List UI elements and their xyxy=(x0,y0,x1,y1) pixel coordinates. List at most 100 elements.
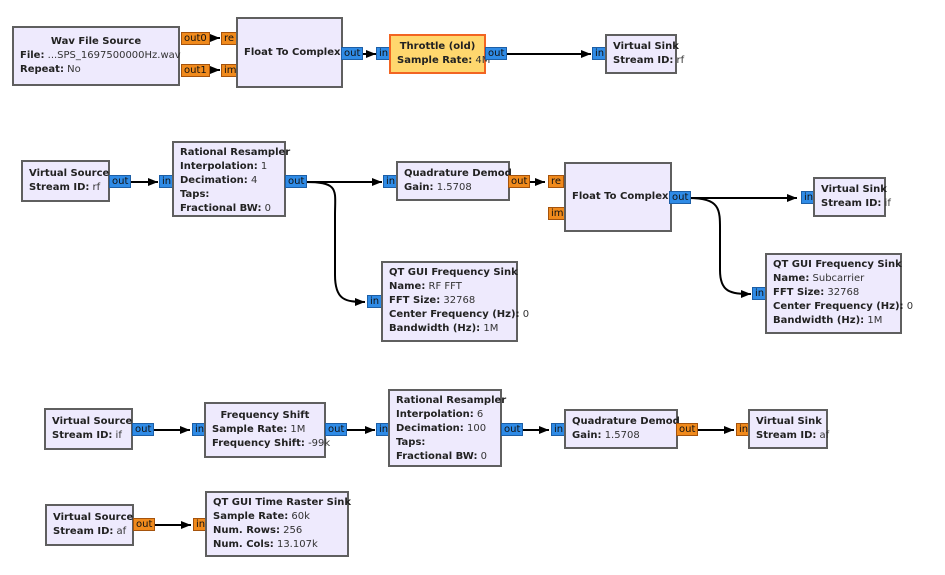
block-title: Float To Complex xyxy=(572,191,669,202)
param-value: RF FFT xyxy=(425,281,462,292)
param-label: Gain: xyxy=(572,430,602,441)
port-out[interactable]: out xyxy=(669,191,692,204)
port-in[interactable]: in xyxy=(192,423,208,436)
block-param: File: ...SPS_1697500000Hz.wav xyxy=(20,49,181,63)
param-label: Stream ID: xyxy=(29,182,90,193)
port-re[interactable]: re xyxy=(221,32,238,45)
param-label: Decimation: xyxy=(396,423,464,434)
wire-f2c-fsink xyxy=(687,197,752,298)
param-value: if xyxy=(881,198,891,209)
param-label: Bandwidth (Hz): xyxy=(773,315,865,326)
port-im[interactable]: im xyxy=(548,207,567,220)
block-param: Stream ID: if xyxy=(52,429,125,443)
param-label: Num. Rows: xyxy=(213,525,280,536)
block-param: Name: Subcarrier xyxy=(773,272,894,286)
param-label: File: xyxy=(20,50,45,61)
block-float-to-complex-2[interactable]: Float To Complex xyxy=(564,162,672,232)
param-label: Num. Cols: xyxy=(213,539,274,550)
port-out[interactable]: out xyxy=(133,518,156,531)
param-label: Center Frequency (Hz): xyxy=(389,309,520,320)
param-label: Sample Rate: xyxy=(213,511,289,522)
param-value: 1M xyxy=(287,424,306,435)
port-in[interactable]: in xyxy=(367,295,383,308)
port-out[interactable]: out xyxy=(132,423,155,436)
block-throttle[interactable]: Throttle (old)Sample Rate: 4M xyxy=(389,34,490,74)
port-out[interactable]: out xyxy=(676,423,699,436)
port-out[interactable]: out xyxy=(325,423,348,436)
param-label: Decimation: xyxy=(180,175,248,186)
block-param: Stream ID: if xyxy=(821,197,891,211)
port-out[interactable]: out xyxy=(285,175,308,188)
param-label: Stream ID: xyxy=(756,430,817,441)
param-value: af xyxy=(816,430,830,441)
block-param: Decimation: 4 xyxy=(180,174,278,188)
block-param: Stream ID: af xyxy=(756,429,829,443)
port-in[interactable]: in xyxy=(551,423,567,436)
port-out[interactable]: out xyxy=(109,175,132,188)
param-label: Taps: xyxy=(180,189,210,200)
block-param: Taps: xyxy=(396,436,494,450)
port-out[interactable]: out xyxy=(508,175,531,188)
port-out[interactable]: out xyxy=(501,423,524,436)
param-label: FFT Size: xyxy=(773,287,825,298)
port-re[interactable]: re xyxy=(548,175,565,188)
param-value: Subcarrier xyxy=(809,273,865,284)
param-value: 1 xyxy=(257,161,268,172)
param-value: 0 xyxy=(519,309,530,320)
param-value: af xyxy=(113,526,127,537)
param-value: 1.5708 xyxy=(433,182,472,193)
port-out0[interactable]: out0 xyxy=(181,32,210,45)
block-param: Center Frequency (Hz): 0 xyxy=(773,300,913,314)
block-title: Virtual Source xyxy=(53,512,134,523)
param-value: 60k xyxy=(288,511,310,522)
param-label: Interpolation: xyxy=(180,161,258,172)
block-param: Num. Cols: 13.107k xyxy=(213,538,341,552)
block-param: Repeat: No xyxy=(20,63,172,77)
block-param: Stream ID: af xyxy=(53,525,126,539)
block-title: Virtual Sink xyxy=(821,184,887,195)
param-value: 4M xyxy=(472,55,491,66)
port-out[interactable]: out xyxy=(341,47,364,60)
param-value: 4 xyxy=(247,175,258,186)
block-title: QT GUI Time Raster Sink xyxy=(213,497,352,508)
param-value: No xyxy=(63,64,81,75)
param-label: Sample Rate: xyxy=(212,424,288,435)
block-param: Stream ID: rf xyxy=(613,54,684,68)
param-value: 0 xyxy=(477,451,487,462)
port-im[interactable]: im xyxy=(221,64,240,77)
port-out[interactable]: out xyxy=(485,47,508,60)
param-label: Name: xyxy=(773,273,810,284)
port-out1[interactable]: out1 xyxy=(181,64,210,77)
param-value: -99k xyxy=(304,438,331,449)
block-title: Throttle (old) xyxy=(399,41,476,52)
param-label: Gain: xyxy=(404,182,434,193)
param-value: ...SPS_1697500000Hz.wav xyxy=(44,50,181,61)
block-title: QT GUI Frequency Sink xyxy=(773,259,902,270)
block-float-to-complex[interactable]: Float To Complex xyxy=(236,17,343,88)
block-title: Frequency Shift xyxy=(220,410,310,421)
block-param: Fractional BW: 0 xyxy=(396,450,494,464)
block-param: Interpolation: 6 xyxy=(396,408,494,422)
param-label: Repeat: xyxy=(20,64,64,75)
block-param: Sample Rate: 60k xyxy=(213,510,341,524)
block-title: Virtual Source xyxy=(52,416,133,427)
block-title: Quadrature Demod xyxy=(404,168,512,179)
param-value: 256 xyxy=(279,525,303,536)
block-title: Wav File Source xyxy=(50,36,142,47)
block-title: Quadrature Demod xyxy=(572,416,680,427)
